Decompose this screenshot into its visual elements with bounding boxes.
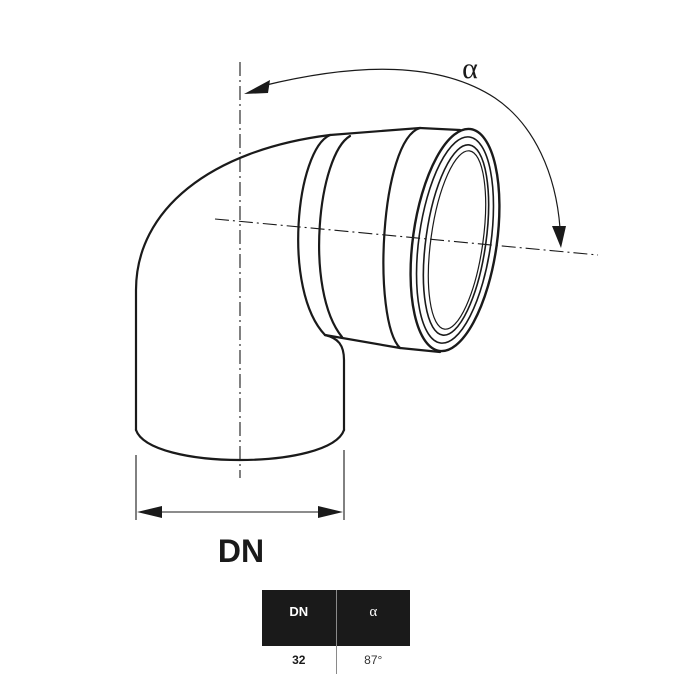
dn-dimension: [135, 450, 345, 520]
angle-arrowhead-right: [552, 226, 566, 248]
spec-table-header-row: DN α: [262, 590, 410, 646]
cell-alpha-value: 87°: [364, 653, 383, 667]
dn-arrow-left: [137, 506, 162, 518]
angle-arc: [261, 68, 561, 229]
angle-arrowhead-left: [244, 80, 270, 94]
spec-table: DN α 32 87°: [262, 590, 410, 674]
table-row: 32 87°: [262, 646, 410, 674]
elbow-body: [134, 126, 462, 461]
socket-centerline: [214, 218, 599, 256]
dn-label: DN: [218, 533, 264, 569]
header-alpha: α: [336, 590, 410, 646]
dn-arrow-right: [318, 506, 343, 518]
angle-symbol: α: [462, 52, 478, 85]
header-dn: DN: [262, 590, 337, 646]
socket-mouth: [409, 127, 501, 353]
cell-dn-value: 32: [262, 646, 337, 674]
